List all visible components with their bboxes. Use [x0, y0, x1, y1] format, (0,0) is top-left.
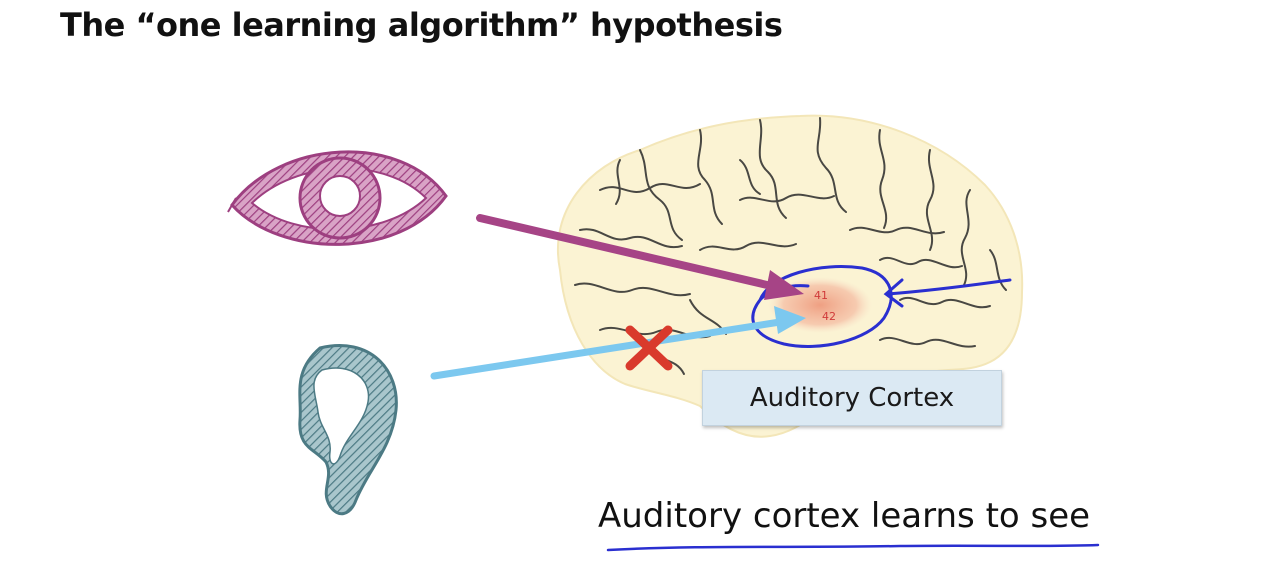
caption-underline: [606, 543, 1100, 552]
cortex-circle-mark: [751, 265, 893, 348]
slide-caption: Auditory cortex learns to see: [598, 496, 1091, 536]
slide-title: The “one learning algorithm” hypothesis: [60, 6, 783, 44]
eye-icon: [227, 150, 448, 246]
ear-icon: [298, 344, 398, 516]
auditory-cortex-label: Auditory Cortex: [749, 383, 955, 413]
brain-folds: [574, 117, 1007, 375]
rewire-arrow-icon: [883, 278, 1012, 308]
auditory-arrow: [430, 306, 806, 380]
area-42-label: 42: [822, 310, 836, 323]
red-x-icon: [625, 325, 673, 371]
area-41-label: 41: [814, 289, 828, 302]
optic-arrow: [476, 214, 804, 300]
auditory-cortex-label-box: Auditory Cortex: [702, 370, 1002, 426]
